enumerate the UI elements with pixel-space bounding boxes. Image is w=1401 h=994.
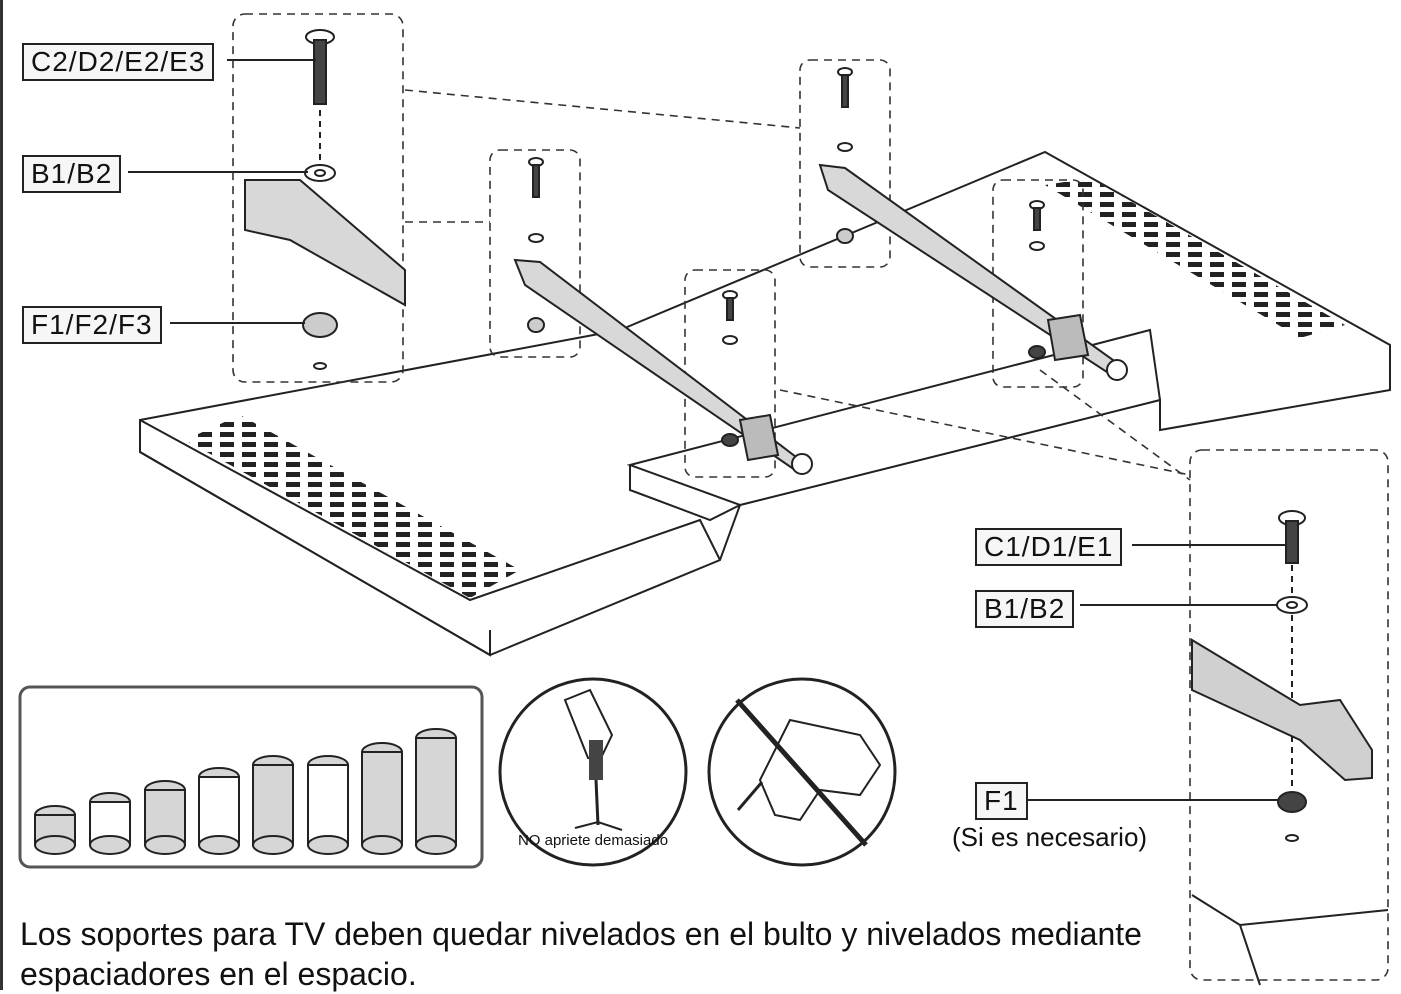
vent-slots-left bbox=[185, 415, 520, 598]
label-screw-right: C1/D1/E1 bbox=[975, 528, 1123, 566]
caption-text: Los soportes para TV deben quedar nivela… bbox=[20, 916, 1142, 992]
spacer-4 bbox=[198, 767, 240, 855]
label-spacer-right: F1 bbox=[975, 782, 1028, 820]
power-drill-prohibited-icon bbox=[707, 677, 897, 867]
label-spacer-top: F1/F2/F3 bbox=[22, 306, 162, 344]
spacer-set-panel bbox=[18, 685, 484, 869]
label-screw-top: C2/D2/E2/E3 bbox=[22, 43, 215, 81]
spacer-right-note: (Si es necesario) bbox=[952, 822, 1148, 852]
callout-leader-lines bbox=[128, 59, 1286, 801]
vent-slots-right bbox=[1045, 178, 1345, 338]
spacer-2 bbox=[89, 792, 131, 855]
hardware-small-parts bbox=[302, 29, 1389, 986]
spacer-6 bbox=[307, 755, 349, 855]
page-edge-rule bbox=[0, 0, 3, 990]
spacer-8 bbox=[415, 728, 457, 855]
spacer-5 bbox=[252, 755, 294, 855]
spacer-3 bbox=[144, 780, 186, 855]
dashed-guide-lines bbox=[404, 89, 1191, 481]
spacer-7 bbox=[361, 742, 403, 855]
label-washer-top: B1/B2 bbox=[22, 155, 122, 193]
spacer-1 bbox=[34, 805, 76, 855]
label-washer-right: B1/B2 bbox=[975, 590, 1075, 628]
warning-text: NO apriete demasiado bbox=[518, 832, 668, 849]
tv-back-panel bbox=[139, 150, 1391, 657]
screwdriver-icon: NO apriete demasiado bbox=[498, 677, 688, 867]
mounting-brackets bbox=[244, 163, 1128, 475]
